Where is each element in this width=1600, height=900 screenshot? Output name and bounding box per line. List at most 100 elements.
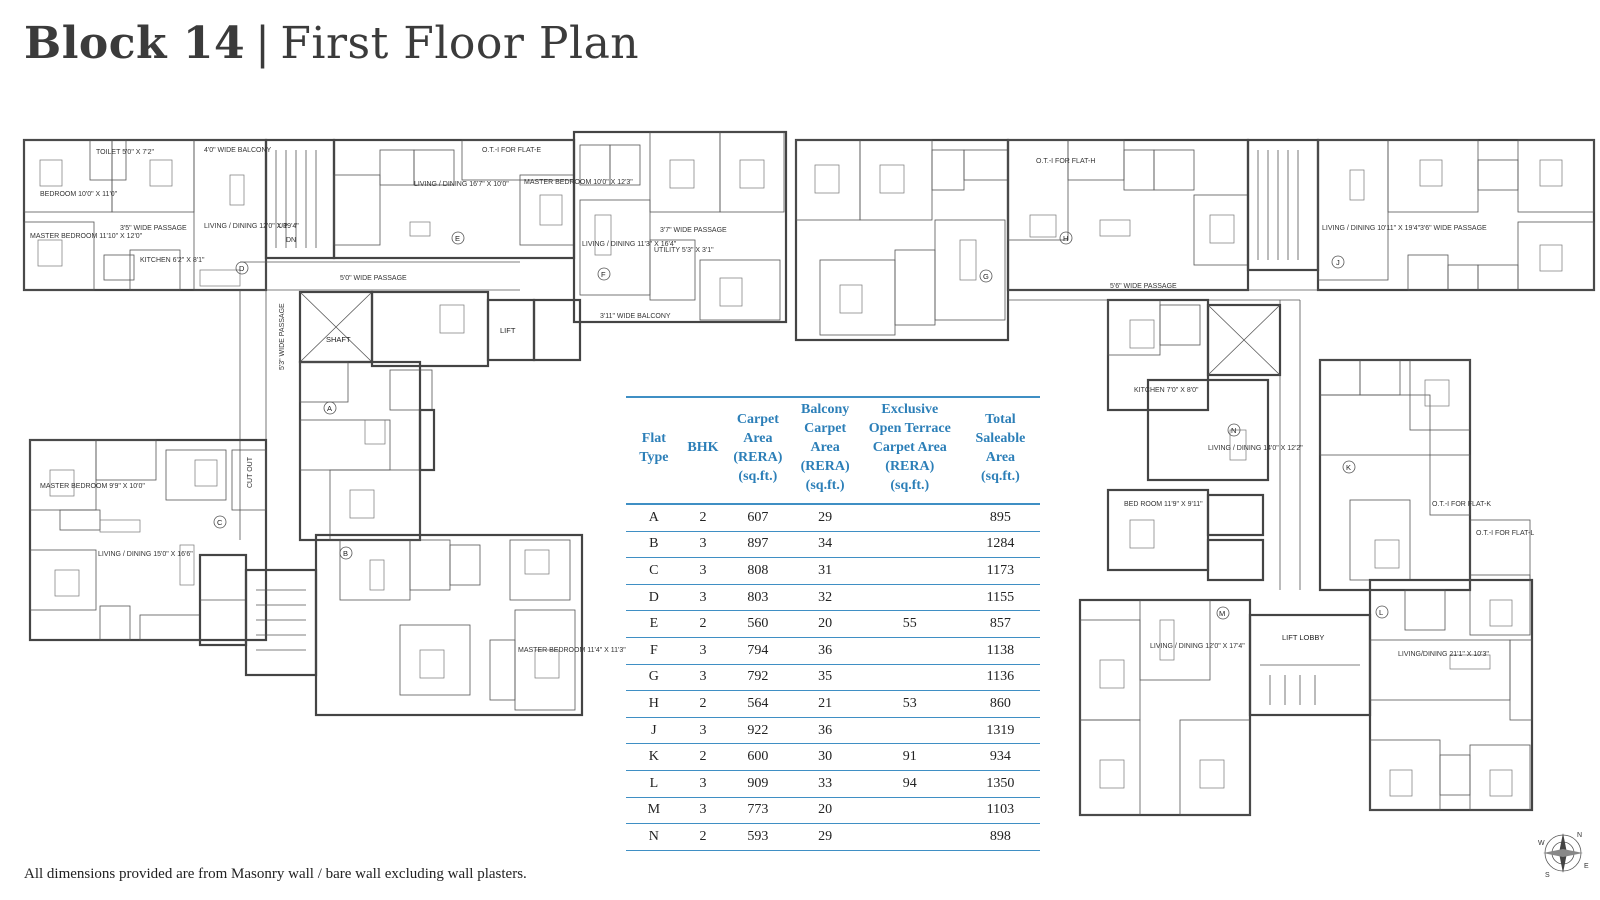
flat-marker-e: E xyxy=(451,231,465,245)
cell-bhk: 3 xyxy=(681,717,725,745)
svg-text:D: D xyxy=(239,264,245,273)
room-label: LIVING / DINING 16'7" X 10'0" xyxy=(414,181,509,188)
cell-terrace xyxy=(858,584,961,612)
cell-balcony: 34 xyxy=(791,531,859,559)
cell-terrace: 91 xyxy=(858,743,961,771)
flat-marker-f: F xyxy=(597,267,611,281)
room-label: 5'0" WIDE PASSAGE xyxy=(340,275,407,282)
flat-marker-g: G xyxy=(979,269,993,283)
cell-balcony: 29 xyxy=(791,823,859,851)
cell-saleable: 1103 xyxy=(960,797,1040,825)
cell-balcony: 20 xyxy=(791,797,859,825)
cell-type: C xyxy=(626,557,682,585)
room-label: LIFT LOBBY xyxy=(1282,633,1324,642)
cell-terrace xyxy=(858,717,961,745)
compass-rose: N E S W xyxy=(1538,832,1589,879)
room-label: 3'5" WIDE PASSAGE xyxy=(120,225,187,232)
room-label: LIVING / DINING 12'0" X 17'4" xyxy=(1150,643,1245,650)
flat-b-lower xyxy=(314,533,584,717)
cell-carpet: 560 xyxy=(724,610,792,638)
cell-type: H xyxy=(626,690,682,718)
cell-saleable: 1319 xyxy=(960,717,1040,745)
cell-type: D xyxy=(626,584,682,612)
flat-marker-k: K xyxy=(1342,460,1356,474)
cell-terrace xyxy=(858,823,961,851)
cell-type: B xyxy=(626,531,682,559)
room-label: LIVING / DINING 12'0" X 19'4" xyxy=(204,223,299,230)
flat-marker-m: M xyxy=(1216,606,1230,620)
cell-balcony: 32 xyxy=(791,584,859,612)
room-label: 3'6" WIDE PASSAGE xyxy=(1420,225,1487,232)
cell-terrace xyxy=(858,797,961,825)
room-label: KITCHEN 7'0" X 8'0" xyxy=(1134,387,1199,394)
room-labels: TOILET 5'0" X 7'2" BEDROOM 10'0" X 11'0"… xyxy=(30,147,1534,658)
cell-type: L xyxy=(626,770,682,798)
cell-carpet: 600 xyxy=(724,743,792,771)
room-label: LIFT xyxy=(500,326,516,335)
cell-saleable: 857 xyxy=(960,610,1040,638)
cell-terrace xyxy=(858,557,961,585)
room-label: O.T.-I FOR FLAT-H xyxy=(1036,158,1095,165)
room-label: 4'0" WIDE BALCONY xyxy=(204,147,272,154)
cell-saleable: 1138 xyxy=(960,637,1040,665)
cell-balcony: 36 xyxy=(791,717,859,745)
room-label: DN xyxy=(286,237,296,244)
cell-saleable: 1136 xyxy=(960,664,1040,692)
cell-balcony: 36 xyxy=(791,637,859,665)
cell-bhk: 3 xyxy=(681,770,725,798)
cell-carpet: 909 xyxy=(724,770,792,798)
flat-a-b-region xyxy=(298,360,436,542)
compass-south: S xyxy=(1545,872,1550,879)
room-label: SHAFT xyxy=(326,335,351,344)
cell-carpet: 808 xyxy=(724,557,792,585)
cell-carpet: 794 xyxy=(724,637,792,665)
cell-carpet: 922 xyxy=(724,717,792,745)
room-label: 5'6" WIDE PASSAGE xyxy=(1110,283,1177,290)
room-label: O.T.-I FOR FLAT-E xyxy=(482,147,541,154)
cell-carpet: 792 xyxy=(724,664,792,692)
room-label: LIVING / DINING 10'11" X 19'4" xyxy=(1322,225,1421,232)
cell-balcony: 20 xyxy=(791,610,859,638)
footnote: All dimensions provided are from Masonry… xyxy=(24,866,527,882)
cell-bhk: 2 xyxy=(681,823,725,851)
cell-bhk: 2 xyxy=(681,743,725,771)
cell-bhk: 3 xyxy=(681,531,725,559)
col-bhk: BHK xyxy=(681,396,725,505)
cell-bhk: 2 xyxy=(681,610,725,638)
title-plan: First Floor Plan xyxy=(280,18,640,69)
cell-saleable: 1284 xyxy=(960,531,1040,559)
room-label: CUT OUT xyxy=(247,456,254,488)
svg-text:E: E xyxy=(455,234,460,243)
flat-marker-c: C xyxy=(213,515,227,529)
cell-bhk: 3 xyxy=(681,664,725,692)
room-label: MASTER BEDROOM 11'4" X 11'3" xyxy=(518,647,626,654)
cell-balcony: 21 xyxy=(791,690,859,718)
room-label: KITCHEN 6'2" X 8'1" xyxy=(140,257,205,264)
cell-terrace: 53 xyxy=(858,690,961,718)
room-label: MASTER BEDROOM 11'10" X 12'0" xyxy=(30,233,143,240)
room-label: O.T.-I FOR FLAT-K xyxy=(1432,501,1491,508)
cell-balcony: 29 xyxy=(791,504,859,532)
cell-type: F xyxy=(626,637,682,665)
room-label: LIVING / DINING 11'3" X 16'4" xyxy=(582,241,677,248)
room-label: BEDROOM 10'0" X 11'0" xyxy=(40,191,118,198)
cell-carpet: 773 xyxy=(724,797,792,825)
cell-balcony: 35 xyxy=(791,664,859,692)
cell-carpet: 803 xyxy=(724,584,792,612)
cell-type: M xyxy=(626,797,682,825)
cell-saleable: 1173 xyxy=(960,557,1040,585)
center-left-core xyxy=(298,290,582,368)
cell-terrace: 94 xyxy=(858,770,961,798)
cell-saleable: 898 xyxy=(960,823,1040,851)
cell-terrace xyxy=(858,637,961,665)
cell-type: N xyxy=(626,823,682,851)
left-wing-upper xyxy=(22,138,576,292)
